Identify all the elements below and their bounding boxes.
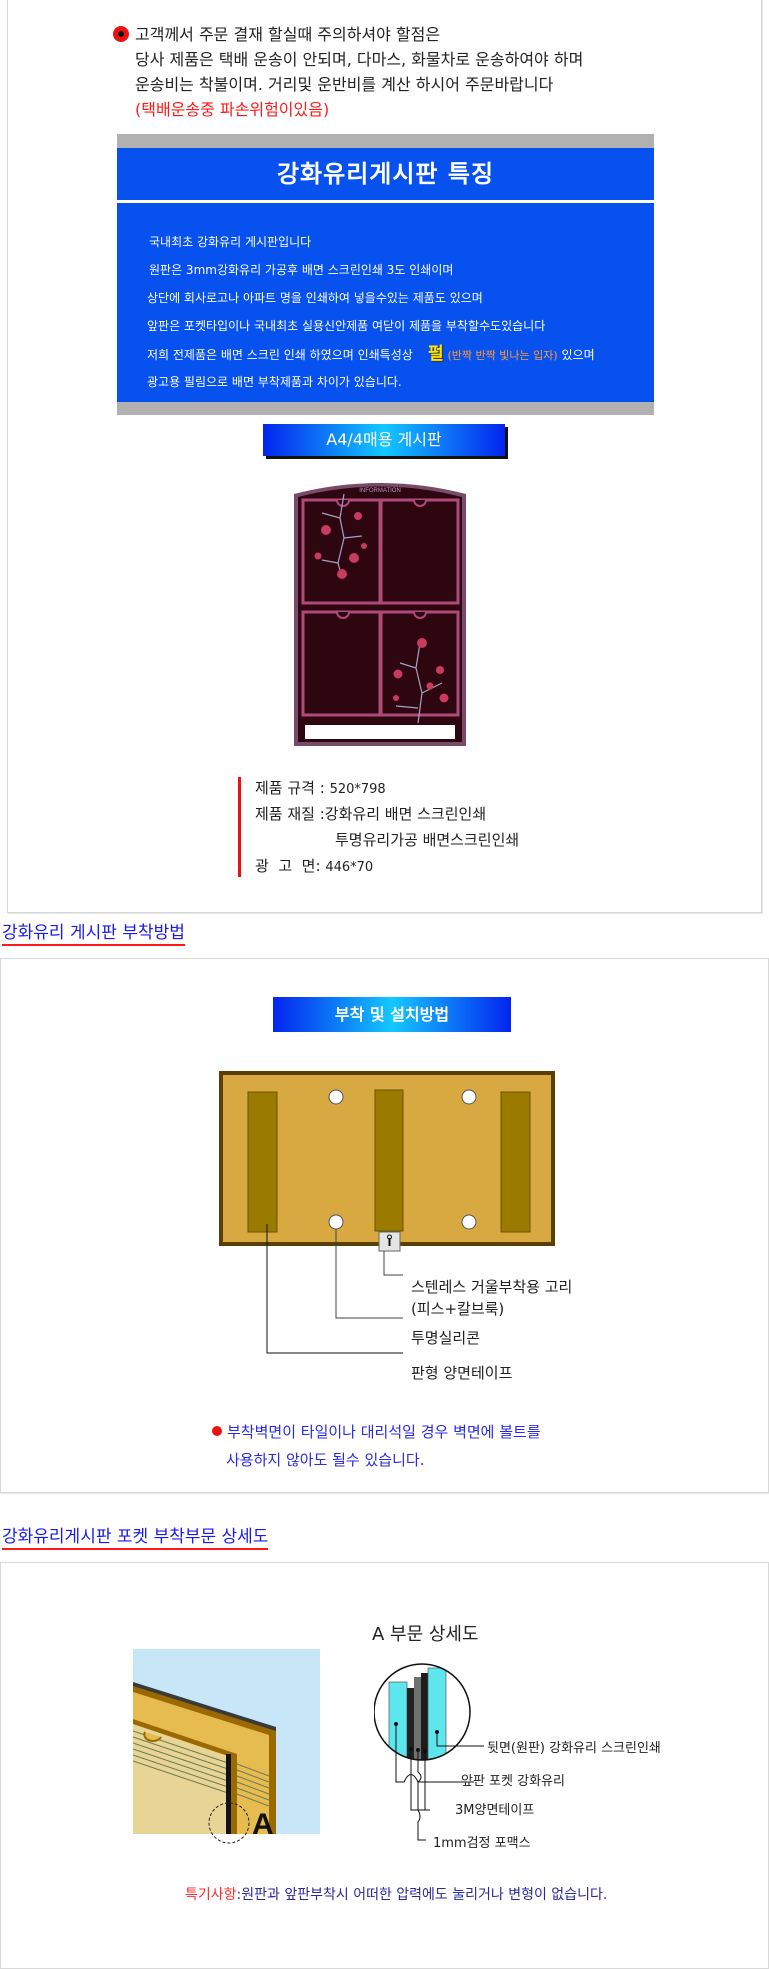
notice-warning: (택배운송중 파손위험이있음) bbox=[135, 100, 330, 119]
feature-item: 광고용 필림으로 배면 부착제품과 차이가 있습니다. bbox=[147, 375, 402, 389]
detail-circle-marker bbox=[208, 1802, 250, 1844]
layer-diagram bbox=[373, 1662, 489, 1851]
mount-note: 부착벽면이 타일이나 대리석일 경우 벽면에 볼트를 사용하지 않아도 될수 있… bbox=[212, 1418, 632, 1474]
divider bbox=[117, 200, 654, 203]
notice-line: 운송비는 착불이며. 거리및 운반비를 계산 하시어 주문바랍니다 bbox=[135, 75, 554, 94]
feature-item: 상단에 회사로고나 아파트 명을 인쇄하여 넣을수있는 제품도 있으며 bbox=[147, 291, 483, 305]
order-notice: 고객께서 주문 결재 할실때 주의하셔야 할점은 당사 제품은 택배 운송이 안… bbox=[113, 22, 673, 122]
mount-note-line: 사용하지 않아도 될수 있습니다. bbox=[226, 1451, 425, 1469]
silicone-dot bbox=[328, 1214, 344, 1230]
pocket-corner-illustration bbox=[132, 1649, 333, 1853]
detail-title: A 부문 상세도 bbox=[372, 1624, 479, 1645]
install-method-label: 부착 및 설치방법 bbox=[273, 997, 511, 1032]
layer-label-tape: 3M양면테이프 bbox=[455, 1803, 535, 1818]
special-note-text: :원판과 앞판부착시 어떠한 압력에도 눌리거나 변형이 없습니다. bbox=[236, 1887, 608, 1903]
spec-size: 제품 규격 : 520*798 bbox=[255, 779, 386, 797]
silicone-dot bbox=[461, 1089, 477, 1105]
bulletin-board-illustration: INFORMATION bbox=[294, 483, 466, 746]
layer-label-foamex: 1mm검정 포맥스 bbox=[433, 1836, 531, 1851]
callout-silicone: 투명실리콘 bbox=[411, 1329, 481, 1347]
mount-diagram-svg bbox=[219, 1071, 555, 1354]
bulletin-board-image: INFORMATION bbox=[292, 478, 468, 748]
heading-mount-method: 강화유리 게시판 부착방법 bbox=[2, 918, 185, 946]
spec-ad-area: 광 고 면: 446*70 bbox=[255, 857, 374, 875]
special-note-label: 특기사항 bbox=[185, 1887, 237, 1903]
pearl-before: 저희 전제품은 배면 스크린 인쇄 하였으며 인쇄특성상 bbox=[147, 348, 413, 362]
callout-hook-sub: (피스+칼브룩) bbox=[411, 1300, 505, 1318]
features-panel: 강화유리게시판 특징 국내최초 강화유리 게시판입니다 원판은 3mm강화유리 … bbox=[117, 134, 654, 415]
notice-line: 고객께서 주문 결재 할실때 주의하셔야 할점은 bbox=[135, 25, 441, 44]
notice-line: 당사 제품은 택배 운송이 안되며, 다마스, 화물차로 운송하여야 하며 bbox=[135, 50, 584, 69]
pearl-highlight: 펄 bbox=[428, 344, 444, 364]
pearl-after: 있으며 bbox=[561, 348, 595, 362]
red-bullet-icon bbox=[212, 1426, 222, 1436]
tape-strip-right bbox=[500, 1091, 531, 1233]
callout-tape: 판형 양면테이프 bbox=[411, 1364, 513, 1382]
tape-strip-center bbox=[374, 1089, 404, 1232]
red-bullet-icon bbox=[113, 26, 129, 42]
silicone-dot bbox=[328, 1089, 344, 1105]
features-panel-body: 강화유리게시판 특징 국내최초 강화유리 게시판입니다 원판은 3mm강화유리 … bbox=[117, 148, 654, 402]
features-title: 강화유리게시판 특징 bbox=[276, 160, 495, 188]
pearl-note: (반짝 반짝 빛나는 입자) bbox=[447, 349, 558, 362]
feature-item: 국내최초 강화유리 게시판입니다 bbox=[149, 235, 312, 249]
silicone-dot bbox=[461, 1214, 477, 1230]
spec-material-alt: 투명유리가공 배면스크린인쇄 bbox=[335, 831, 520, 849]
feature-item: 앞판은 포켓타입이나 국내최초 실용신안제품 여닫이 제품을 부착할수도있습니다 bbox=[147, 319, 546, 333]
product-type-label: A4/4매용 게시판 bbox=[263, 424, 505, 456]
marker-a: A bbox=[252, 1808, 274, 1841]
feature-item: 원판은 3mm강화유리 가공후 배면 스크린인쇄 3도 인쇄이며 bbox=[149, 263, 454, 277]
feature-item-pearl: 저희 전제품은 배면 스크린 인쇄 하였으며 인쇄특성상 펄 (반짝 반짝 빛나… bbox=[147, 340, 647, 368]
layer-label-back-glass: 뒷면(원판) 강화유리 스크린인쇄 bbox=[487, 1741, 661, 1756]
heading-pocket-detail: 강화유리게시판 포켓 부착부문 상세도 bbox=[2, 1522, 269, 1550]
tape-strip-left bbox=[247, 1091, 278, 1233]
layer-label-front-glass: 앞판 포켓 강화유리 bbox=[461, 1774, 565, 1789]
ad-space bbox=[305, 725, 455, 739]
mount-note-line: 부착벽면이 타일이나 대리석일 경우 벽면에 볼트를 bbox=[227, 1423, 541, 1441]
features-list: 국내최초 강화유리 게시판입니다 원판은 3mm강화유리 가공후 배면 스크린인… bbox=[147, 228, 647, 396]
special-note: 특기사항:원판과 앞판부착시 어떠한 압력에도 눌리거나 변형이 없습니다. bbox=[185, 1884, 607, 1904]
pocket-detail-panel bbox=[0, 1562, 769, 1969]
board-header-text: INFORMATION bbox=[359, 488, 401, 494]
mount-diagram bbox=[218, 1070, 658, 1374]
callout-hook: 스텐레스 거울부착용 고리 bbox=[411, 1278, 573, 1296]
spec-material: 제품 재질 :강화유리 배면 스크린인쇄 bbox=[255, 805, 487, 823]
spec-accent-bar bbox=[238, 777, 241, 877]
